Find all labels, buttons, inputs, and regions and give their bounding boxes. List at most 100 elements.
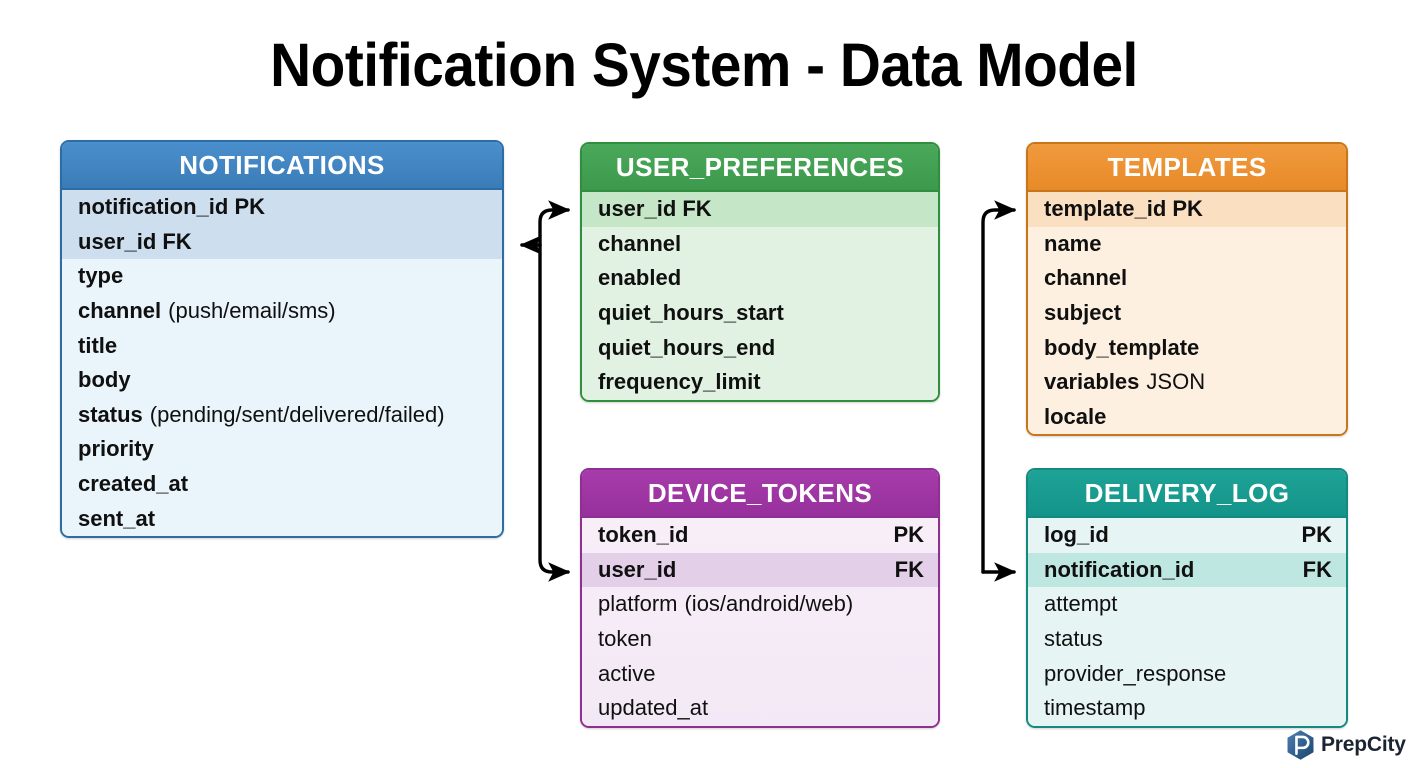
table-row[interactable]: timestamp [1028,691,1346,726]
table-row[interactable]: notification_id PK [62,190,502,225]
field-name: user_id FK [78,228,192,254]
field-name: quiet_hours_start [598,300,784,326]
field-name: locale [1044,403,1107,429]
table-row[interactable]: log_id PK [1028,518,1346,553]
table-row[interactable]: body [62,363,502,398]
table-row[interactable]: type [62,259,502,294]
field-name: channel [1044,265,1128,291]
entity-templates[interactable]: TEMPLATES template_id PK name channel su… [1026,142,1348,437]
entity-templates-header: TEMPLATES [1028,144,1346,192]
entity-user-preferences-fields: user_id FK channel enabled quiet_hours_s… [582,192,938,400]
table-row[interactable]: active [582,656,938,691]
field-name: type [78,263,124,289]
field-name: timestamp [1044,695,1146,721]
field-name: token_id [598,522,689,548]
field-name: quiet_hours_end [598,334,776,360]
table-row[interactable]: name [1028,227,1346,262]
field-name: log_id [1044,522,1109,548]
prepcity-logo: PrepCity [1286,730,1406,760]
entity-delivery-log[interactable]: DELIVERY_LOG log_id PK notification_id F… [1026,468,1348,728]
table-row[interactable]: enabled [582,261,938,296]
table-row[interactable]: channel [582,227,938,262]
table-row[interactable]: template_id PK [1028,192,1346,227]
field-name: title [78,332,118,358]
connector-trunk-to-templates [981,200,1017,574]
key-badge: FK [894,556,924,582]
page-title: Notification System - Data Model [270,31,1138,99]
table-row[interactable]: provider_response [1028,656,1346,691]
field-name: user_id FK [598,196,712,222]
table-row[interactable]: notification_id FK [1028,552,1346,588]
field-name: name [1044,230,1102,256]
table-row[interactable]: user_id FK [582,192,938,227]
field-note: (ios/android/web) [684,591,854,617]
field-name: platform [598,591,678,617]
field-name: created_at [78,471,189,497]
table-row[interactable]: status(pending/sent/delivered/failed) [62,398,502,433]
field-name: notification_id PK [78,194,265,220]
field-name: updated_at [598,695,709,721]
entity-delivery-log-header: DELIVERY_LOG [1028,470,1346,518]
table-row[interactable]: quiet_hours_end [582,330,938,365]
hexagon-p-icon [1287,730,1314,760]
field-name: channel [598,230,682,256]
table-row[interactable]: priority [62,432,502,467]
field-name: status [1044,626,1103,652]
table-row[interactable]: body_template [1028,330,1346,365]
field-name: variables [1044,369,1140,395]
entity-device-tokens-header: DEVICE_TOKENS [582,470,938,518]
field-name: token [598,626,652,652]
table-row[interactable]: subject [1028,296,1346,331]
table-row[interactable]: locale [1028,400,1346,435]
table-row[interactable]: token_id PK [582,518,938,553]
field-name: frequency_limit [598,369,761,395]
connector-notifications-to-userprefs [538,200,571,247]
field-name: channel [78,298,162,324]
table-row[interactable]: token [582,622,938,657]
entity-user-preferences[interactable]: USER_PREFERENCES user_id FK channel enab… [580,142,940,402]
field-name: notification_id [1044,556,1195,582]
entity-notifications-header: NOTIFICATIONS [62,142,502,190]
entity-device-tokens[interactable]: DEVICE_TOKENS token_id PK user_id FK pla… [580,468,940,728]
field-name: subject [1044,300,1122,326]
entity-device-tokens-fields: token_id PK user_id FK platform(ios/andr… [582,518,938,726]
field-note: (push/email/sms) [168,298,336,324]
connector-notifications-to-devicetokens [538,243,571,582]
field-name: provider_response [1044,660,1227,686]
key-badge: FK [1302,556,1332,582]
field-name: status [78,401,143,427]
field-name: template_id PK [1044,196,1203,222]
table-row[interactable]: created_at [62,467,502,502]
logo-text: PrepCity [1321,733,1406,756]
table-row[interactable]: attempt [1028,587,1346,622]
table-row[interactable]: frequency_limit [582,365,938,400]
entity-notifications[interactable]: NOTIFICATIONS notification_id PK user_id… [60,140,504,538]
field-name: body [78,367,131,393]
table-row[interactable]: status [1028,622,1346,657]
field-name: attempt [1044,591,1118,617]
entity-delivery-log-fields: log_id PK notification_id FK attempt sta… [1028,518,1346,726]
table-row[interactable]: updated_at [582,691,938,726]
field-name: body_template [1044,334,1200,360]
entity-notifications-fields: notification_id PK user_id FK type chann… [62,190,502,536]
table-row[interactable]: platform(ios/android/web) [582,587,938,622]
table-row[interactable]: title [62,328,502,363]
field-name: active [598,660,656,686]
table-row[interactable]: user_id FK [582,552,938,588]
table-row[interactable]: quiet_hours_start [582,296,938,331]
table-row[interactable]: user_id FK [62,224,502,260]
key-badge: PK [1301,522,1332,548]
field-name: priority [78,436,154,462]
entity-user-preferences-header: USER_PREFERENCES [582,144,938,192]
key-badge: PK [893,522,924,548]
field-name: sent_at [78,505,156,531]
field-name: enabled [598,265,682,291]
field-note: JSON [1146,369,1206,395]
field-name: user_id [598,556,677,582]
entity-templates-fields: template_id PK name channel subject body… [1028,192,1346,435]
table-row[interactable]: sent_at [62,501,502,536]
table-row[interactable]: channel(push/email/sms) [62,294,502,329]
table-row[interactable]: channel [1028,261,1346,296]
